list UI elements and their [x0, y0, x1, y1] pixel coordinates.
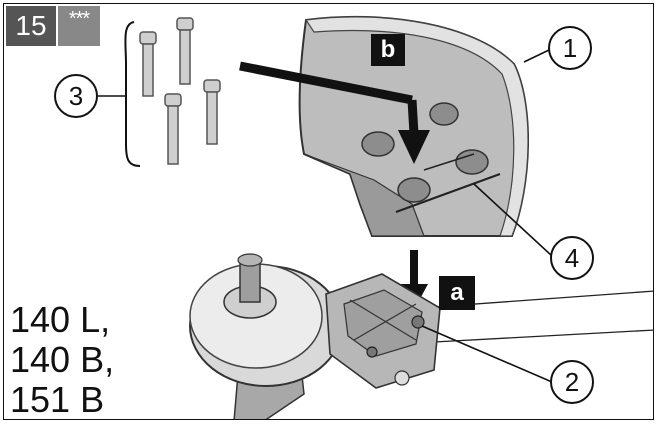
assembly-illustration	[96, 15, 653, 419]
leader-4	[473, 183, 553, 257]
model-item: 140 L,	[10, 299, 111, 340]
leader-2	[421, 325, 553, 383]
screws	[139, 17, 221, 165]
leader-1	[523, 49, 550, 63]
screws-bracket	[124, 21, 141, 167]
screw-2	[176, 17, 194, 85]
leader-line-lower	[433, 329, 653, 343]
callout-3: 3	[54, 74, 98, 118]
motor-assembly	[189, 253, 441, 419]
step-badge: 15 ***	[6, 6, 100, 46]
callout-1: 1	[548, 26, 592, 70]
difficulty-rating: ***	[58, 6, 100, 46]
model-list: 140 L, 140 B, 151 B	[10, 300, 114, 420]
model-item: 140 B,	[10, 339, 115, 380]
screw-3	[203, 79, 221, 145]
callout-2: 2	[550, 360, 594, 404]
screw-1	[139, 31, 157, 97]
callout-4: 4	[550, 236, 594, 280]
screw-4	[164, 93, 182, 165]
instruction-frame: 15 *** b a 1 2 3 4 140 L, 140 B, 151 B	[3, 3, 654, 420]
step-number: 15	[6, 6, 56, 46]
label-b: b	[371, 34, 405, 66]
model-item: 151 B	[10, 379, 105, 420]
label-a: a	[439, 276, 475, 310]
arrow-b	[239, 61, 430, 164]
